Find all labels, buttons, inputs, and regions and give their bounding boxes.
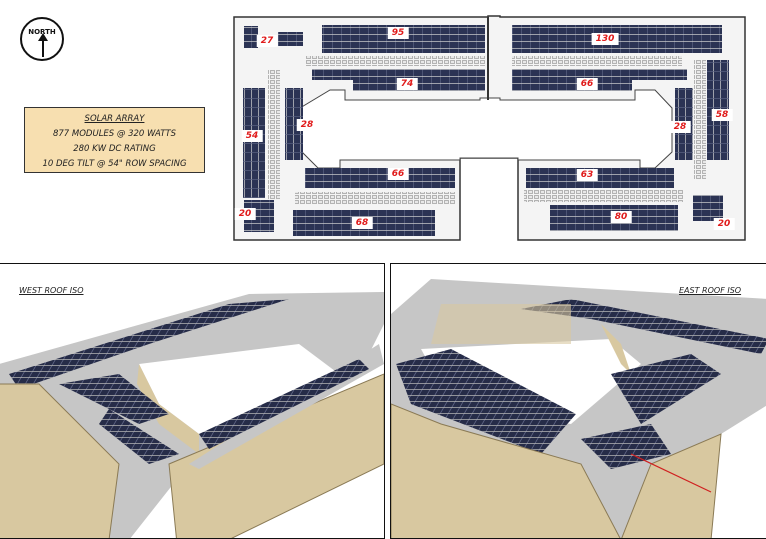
legend-modules: 877 MODULES @ 320 WATTS (52, 129, 176, 139)
north-arrow: NORTH (20, 17, 64, 61)
array-count-label: 28 (296, 119, 318, 131)
legend-rating: 280 KW DC RATING (73, 144, 156, 154)
array-count-label: 68 (351, 217, 373, 229)
courtyard (299, 89, 673, 169)
west-view-title: WEST ROOF ISO (19, 286, 84, 295)
roof-plan (233, 15, 746, 241)
array-count-label: 66 (387, 168, 409, 180)
north-arrow-head-icon (38, 33, 48, 41)
east-view-title: EAST ROOF ISO (679, 286, 742, 295)
east-roof-iso-view: EAST ROOF ISO (390, 263, 766, 539)
array-count-label: 130 (591, 33, 619, 45)
array-count-label: 63 (576, 169, 598, 181)
array-count-label: 28 (669, 121, 691, 133)
legend-title: SOLAR ARRAY (84, 114, 145, 124)
north-label: NORTH (28, 28, 56, 36)
array-count-label: 74 (396, 78, 418, 90)
legend-tilt: 10 DEG TILT @ 54" ROW SPACING (42, 159, 187, 169)
array-count-label: 95 (387, 27, 409, 39)
array-count-label: 54 (241, 130, 263, 142)
array-count-label: 80 (610, 211, 632, 223)
array-count-label: 58 (711, 109, 733, 121)
array-count-label: 66 (576, 78, 598, 90)
west-roof-iso-view: WEST ROOF ISO (0, 263, 385, 539)
array-count-label: 27 (256, 35, 278, 47)
solar-array-legend: SOLAR ARRAY 877 MODULES @ 320 WATTS 280 … (24, 107, 205, 173)
array-count-label: 20 (234, 208, 256, 220)
array-count-label: 20 (713, 218, 735, 230)
